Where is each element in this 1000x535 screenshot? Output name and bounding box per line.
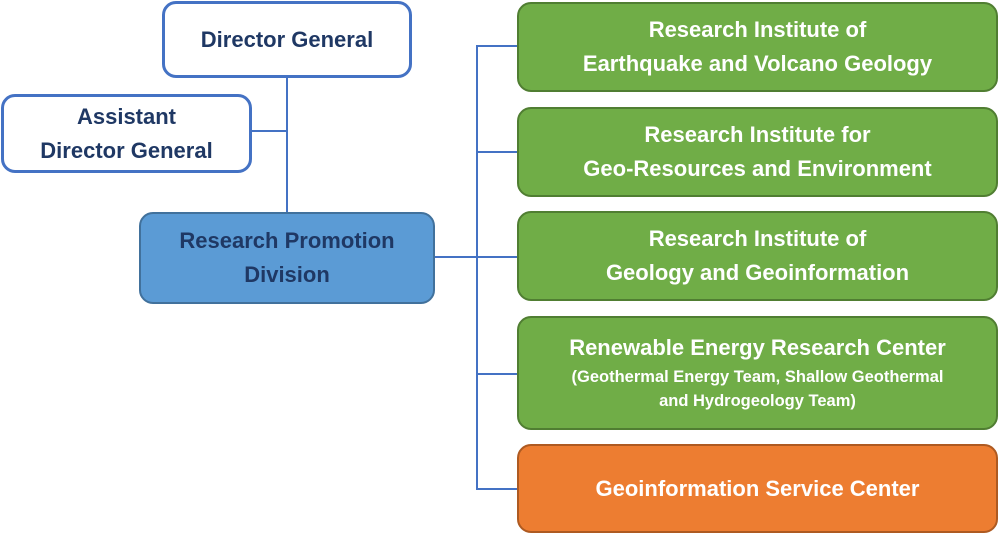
node-earthquake-volcano-geology-institute: Research Institute of Earthquake and Vol… (517, 2, 998, 92)
connector-branch-unit-4 (476, 488, 518, 490)
node-label: Director General (200, 26, 374, 52)
node-label: Assistant (76, 103, 177, 129)
node-label: Director General (40, 137, 213, 163)
node-assistant-director-general: Assistant Director General (1, 94, 252, 173)
node-label: Renewable Energy Research Center (569, 335, 946, 360)
node-label: Geology and Geoinformation (605, 260, 910, 285)
connector-dg-to-rpd (286, 77, 288, 213)
node-label: Division (244, 262, 330, 287)
connector-branch-unit-0 (476, 45, 518, 47)
node-label: Research Institute of (648, 226, 867, 251)
connector-branch-unit-3 (476, 373, 518, 375)
node-geology-geoinformation-institute: Research Institute of Geology and Geoinf… (517, 211, 998, 301)
connector-adg (251, 130, 287, 132)
node-label: Geo-Resources and Environment (583, 156, 932, 181)
node-label: Geoinformation Service Center (595, 475, 920, 501)
node-label: Earthquake and Volcano Geology (582, 51, 933, 76)
node-renewable-energy-research-center: Renewable Energy Research Center (Geothe… (517, 316, 998, 430)
node-geo-resources-environment-institute: Research Institute for Geo-Resources and… (517, 107, 998, 197)
node-geoinformation-service-center: Geoinformation Service Center (517, 444, 998, 533)
node-sublabel: (Geothermal Energy Team, Shallow Geother… (571, 368, 944, 386)
connector-branch-unit-1 (476, 151, 518, 153)
node-label: Research Promotion (179, 228, 395, 253)
node-sublabel: and Hydrogeology Team) (659, 392, 856, 410)
connector-branch-unit-2 (476, 256, 518, 258)
node-label: Research Institute of (648, 17, 867, 42)
node-research-promotion-division: Research Promotion Division (139, 212, 435, 304)
node-label: Research Institute for (644, 122, 871, 147)
connector-rpd-to-spine (434, 256, 478, 258)
node-director-general: Director General (162, 1, 412, 78)
connector-spine (476, 45, 478, 490)
